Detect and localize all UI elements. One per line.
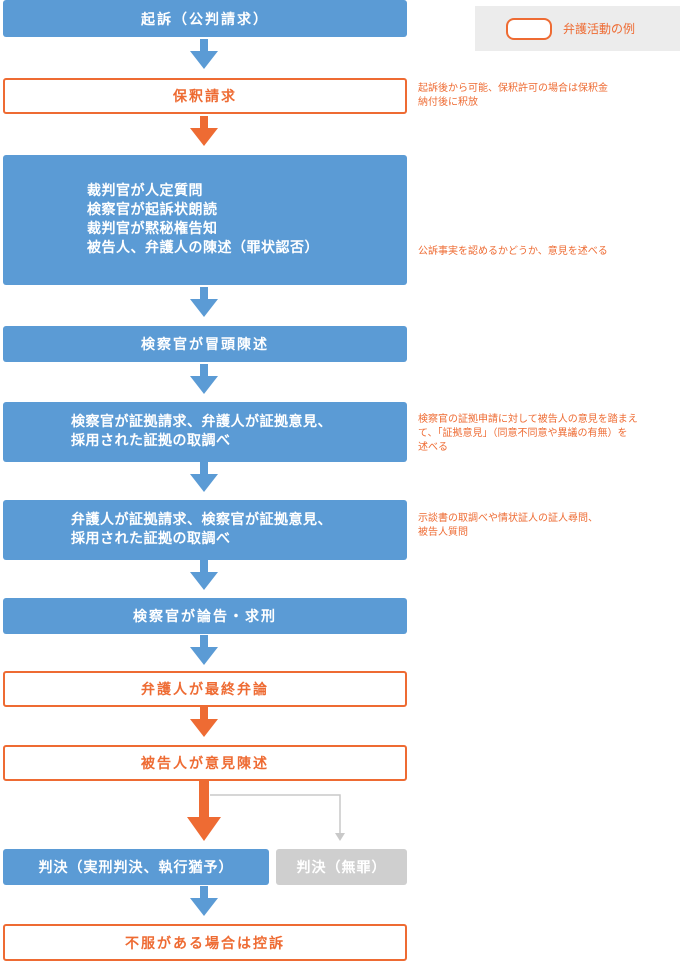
arrow-down-icon (190, 560, 218, 590)
arrow-down-icon (190, 707, 218, 737)
note-opening: 公訴事実を認めるかどうか、意見を述べる (418, 245, 680, 259)
step-defense-evidence: 弁護人が証拠請求、検察官が証拠意見、 採用された証拠の取調べ (3, 500, 407, 560)
arrow-down-icon (190, 364, 218, 394)
step-prosecutor-opening-label: 検察官が冒頭陳述 (141, 337, 269, 353)
arrow-down-icon (190, 116, 218, 146)
note-prosecutor-evidence-line3: 述べる (418, 442, 448, 453)
note-bail-line2: 納付後に釈放 (418, 97, 478, 108)
step-defense-evidence-line1: 弁護人が証拠請求、検察官が証拠意見、 (71, 512, 332, 528)
step-prosecutor-evidence: 検察官が証拠請求、弁護人が証拠意見、 採用された証拠の取調べ (3, 402, 407, 462)
step-verdict-innocent-label: 判決（無罪） (296, 860, 387, 876)
step-indictment: 起訴（公判請求） (3, 0, 407, 37)
step-appeal: 不服がある場合は控訴 (3, 924, 407, 961)
step-prosecutor-evidence-line2: 採用された証拠の取調べ (71, 433, 231, 449)
note-bail-line1: 起訴後から可能、保釈許可の場合は保釈金 (418, 83, 608, 94)
legend: 弁護活動の例 (475, 6, 680, 51)
step-defense-final: 弁護人が最終弁論 (3, 671, 407, 707)
step-opening-procedures: 裁判官が人定質問 検察官が起訴状朗読 裁判官が黙秘権告知 被告人、弁護人の陳述（… (3, 155, 407, 285)
step-bail: 保釈請求 (3, 78, 407, 114)
step-verdict-innocent: 判決（無罪） (276, 849, 407, 885)
note-prosecutor-evidence: 検察官の証拠申請に対して被告人の意見を踏まえ て、「証拠意見」（同意不同意や異議… (418, 413, 680, 455)
note-prosecutor-evidence-line1: 検察官の証拠申請に対して被告人の意見を踏まえ (418, 414, 638, 425)
step-verdict-guilty-label: 判決（実刑判決、執行猶予） (38, 860, 234, 876)
step-prosecutor-opening: 検察官が冒頭陳述 (3, 326, 407, 362)
note-defense-evidence-line1: 示談書の取調べや情状証人の証人尋問、 (418, 513, 598, 524)
arrow-down-icon (190, 462, 218, 492)
note-bail: 起訴後から可能、保釈許可の場合は保釈金 納付後に釈放 (418, 82, 680, 110)
step-closing: 検察官が論告・求刑 (3, 598, 407, 634)
step-indictment-label: 起訴（公判請求） (141, 11, 269, 28)
arrow-down-icon (187, 781, 221, 841)
step-opening-line1: 裁判官が人定質問 (87, 183, 203, 199)
arrow-down-icon (190, 635, 218, 665)
step-bail-label: 保釈請求 (173, 89, 237, 105)
note-defense-evidence-line2: 被告人質問 (418, 527, 468, 538)
note-prosecutor-evidence-line2: て、「証拠意見」（同意不同意や異議の有無）を (418, 428, 628, 439)
note-opening-text: 公訴事実を認めるかどうか、意見を述べる (418, 246, 608, 257)
legend-swatch (506, 18, 552, 40)
note-defense-evidence: 示談書の取調べや情状証人の証人尋問、 被告人質問 (418, 512, 680, 540)
step-prosecutor-evidence-line1: 検察官が証拠請求、弁護人が証拠意見、 (71, 414, 332, 430)
step-opening-line3: 裁判官が黙秘権告知 (87, 221, 218, 237)
step-defendant-statement: 被告人が意見陳述 (3, 745, 407, 781)
step-opening-line4: 被告人、弁護人の陳述（罪状認否） (87, 240, 319, 256)
step-defense-evidence-line2: 採用された証拠の取調べ (71, 531, 231, 547)
step-closing-label: 検察官が論告・求刑 (133, 609, 277, 625)
step-opening-line2: 検察官が起訴状朗読 (87, 202, 218, 218)
step-verdict-guilty: 判決（実刑判決、執行猶予） (3, 849, 269, 885)
arrow-down-icon (190, 39, 218, 69)
step-defense-final-label: 弁護人が最終弁論 (141, 682, 269, 698)
branch-connector (210, 794, 345, 841)
arrow-down-icon (190, 287, 218, 317)
step-appeal-label: 不服がある場合は控訴 (125, 935, 285, 952)
step-defendant-statement-label: 被告人が意見陳述 (141, 756, 269, 772)
legend-label: 弁護活動の例 (563, 22, 636, 36)
arrow-down-icon (190, 886, 218, 916)
